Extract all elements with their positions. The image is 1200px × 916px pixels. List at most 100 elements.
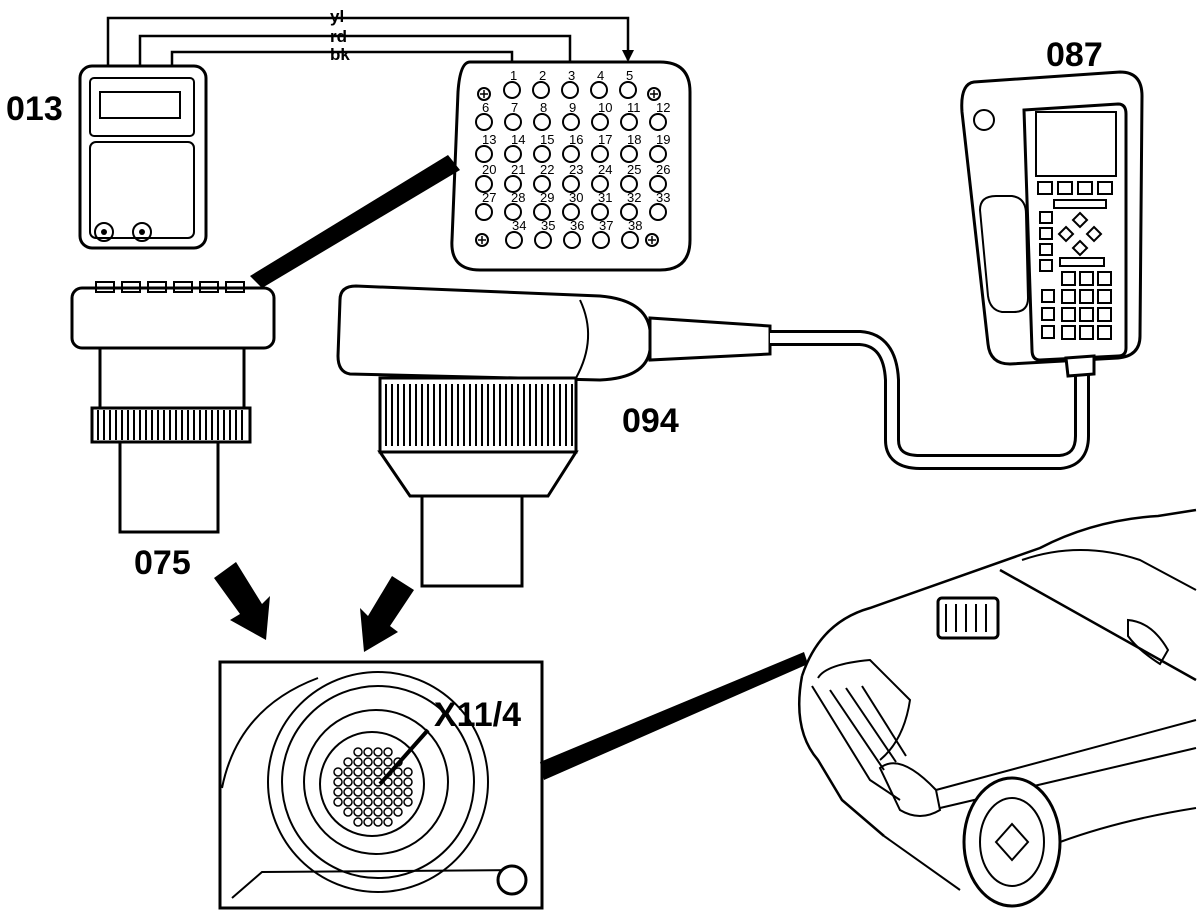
key: [1079, 307, 1094, 322]
key: [1079, 289, 1094, 304]
pin-number: 10: [598, 100, 612, 115]
key: [1079, 271, 1094, 286]
pin-number: 13: [482, 132, 496, 147]
connector-pin: [363, 807, 373, 817]
pin-hole: [562, 145, 580, 163]
connector-pin: [343, 777, 353, 787]
connector-pin: [393, 807, 403, 817]
handheld-tester: [960, 70, 1144, 378]
arrows: [214, 562, 414, 652]
pin-hole: [620, 145, 638, 163]
connector-pin: [363, 757, 373, 767]
pin-number: 15: [540, 132, 554, 147]
adapter-cable: [336, 284, 1090, 588]
connector-pin: [353, 787, 363, 797]
keypad: [1037, 181, 1113, 340]
key: [1097, 181, 1113, 195]
key: [1097, 289, 1112, 304]
key: [1061, 325, 1076, 340]
connector-pin: [383, 797, 393, 807]
key: [1041, 307, 1055, 321]
pin-hole: [649, 203, 667, 221]
pin-hole: [475, 145, 493, 163]
pin-hole: [562, 175, 580, 193]
connector-pin: [333, 777, 343, 787]
pin-number: 4: [597, 68, 604, 83]
connector-pin: [383, 757, 393, 767]
connector-pin: [373, 747, 383, 757]
pin-hole: [533, 145, 551, 163]
pin-hole: [591, 175, 609, 193]
connector-pin: [363, 787, 373, 797]
pin-number: 20: [482, 162, 496, 177]
pin-number: 2: [539, 68, 546, 83]
key: [1039, 211, 1053, 224]
pin-hole: [533, 203, 551, 221]
connector-pin: [343, 787, 353, 797]
connector-pin: [393, 777, 403, 787]
label-connector: X11/4: [434, 696, 521, 734]
connector-pin: [353, 817, 363, 827]
socket-box-adapter: [70, 281, 276, 534]
connector-pin: [373, 797, 383, 807]
connector-pin: [363, 767, 373, 777]
connector-pin: [403, 777, 413, 787]
connector-pin: [393, 797, 403, 807]
pin-number: 32: [627, 190, 641, 205]
pin-number: 37: [599, 218, 613, 233]
key: [1061, 289, 1076, 304]
pin-number: 14: [511, 132, 525, 147]
key: [1039, 227, 1053, 240]
connector-pin: [383, 807, 393, 817]
pin-number: 24: [598, 162, 612, 177]
pin-number: 25: [627, 162, 641, 177]
pin-number: 30: [569, 190, 583, 205]
pin-number: 6: [482, 100, 489, 115]
pin-hole: [504, 203, 522, 221]
pin-number: 26: [656, 162, 670, 177]
key: [1097, 271, 1112, 286]
pin-hole: [590, 81, 608, 99]
pin-hole: [591, 113, 609, 131]
pin-hole: [532, 81, 550, 99]
connector-pin: [343, 767, 353, 777]
connector-pin: [353, 777, 363, 787]
key: [1061, 271, 1076, 286]
connector-pin: [353, 797, 363, 807]
pin-number: 12: [656, 100, 670, 115]
car-front: [797, 508, 1197, 908]
pin-hole: [504, 175, 522, 193]
pin-number: 28: [511, 190, 525, 205]
key: [1041, 325, 1055, 339]
pointer-connector: [540, 652, 808, 780]
connector-pin: [333, 787, 343, 797]
direction-key: [1057, 225, 1075, 243]
pin-number: 22: [540, 162, 554, 177]
connector-pin: [343, 797, 353, 807]
connector-pin: [363, 747, 373, 757]
pin-number: 29: [540, 190, 554, 205]
pin-number: 31: [598, 190, 612, 205]
pin-hole: [504, 113, 522, 131]
connector-pin: [373, 817, 383, 827]
key: [1039, 259, 1053, 272]
pin-number: 7: [511, 100, 518, 115]
key: [1097, 325, 1112, 340]
pointer-socketbox: [250, 155, 460, 288]
pin-number: 27: [482, 190, 496, 205]
key: [1039, 243, 1053, 256]
connector-pin: [343, 807, 353, 817]
pin-hole: [591, 203, 609, 221]
pin-hole: [475, 113, 493, 131]
multimeter: [78, 64, 208, 250]
connector-pin: [353, 807, 363, 817]
connector-pin: [383, 787, 393, 797]
pin-number: 8: [540, 100, 547, 115]
pin-number: 19: [656, 132, 670, 147]
connector-pin: [393, 767, 403, 777]
pin-number: 18: [627, 132, 641, 147]
pin-hole: [505, 231, 523, 249]
key: [1041, 289, 1055, 303]
connector-pin: [333, 797, 343, 807]
wire-label-black: bk: [330, 45, 350, 64]
